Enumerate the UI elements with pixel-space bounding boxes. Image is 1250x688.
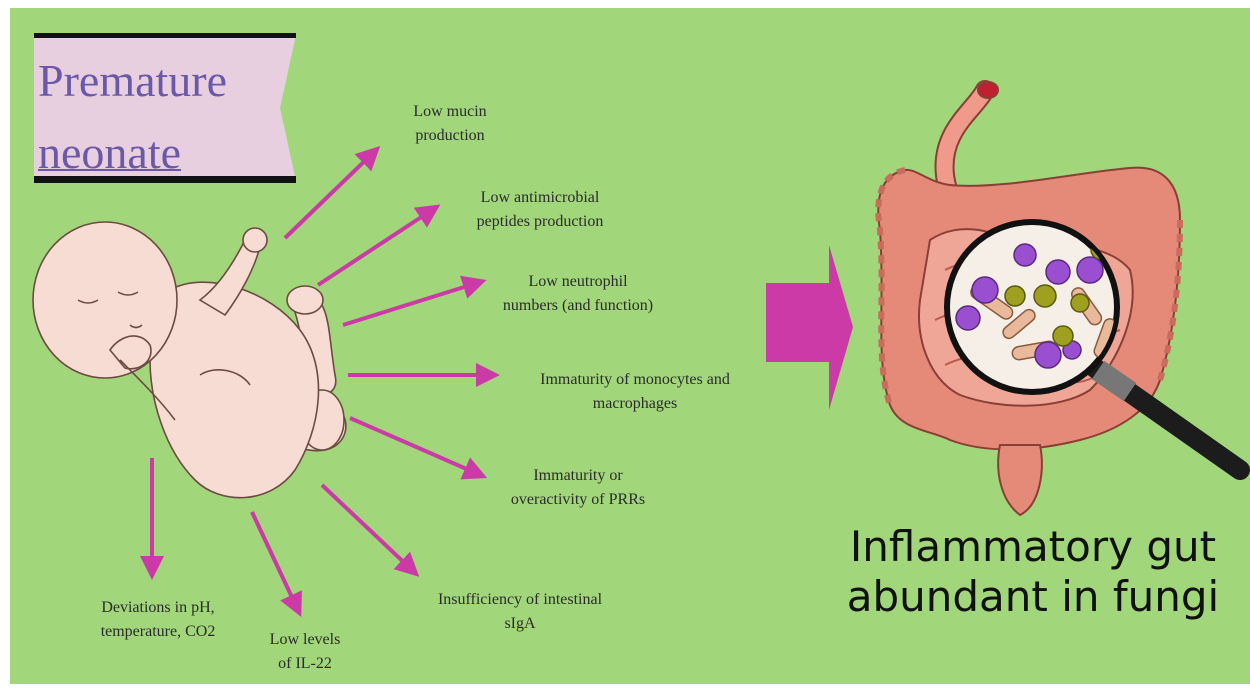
label-siga: Insufficiency of intestinal sIgA xyxy=(400,588,640,636)
label-neutrophil: Low neutrophil numbers (and function) xyxy=(478,270,678,318)
arrow-amp xyxy=(318,210,432,285)
label-amp: Low antimicrobial peptides production xyxy=(450,186,630,234)
arrow-siga xyxy=(322,485,412,570)
arrow-neutrophil xyxy=(343,283,477,325)
big-result-arrow xyxy=(766,245,853,410)
label-monocytes: Immaturity of monocytes and macrophages xyxy=(505,368,765,416)
label-mucin: Low mucin production xyxy=(380,100,520,148)
result-title: Inflammatory gut abundant in fungi xyxy=(838,522,1228,622)
label-ph: Deviations in pH, temperature, CO2 xyxy=(68,596,248,644)
arrow-il22 xyxy=(252,512,297,608)
arrow-prr xyxy=(350,418,478,474)
label-prr: Immaturity or overactivity of PRRs xyxy=(478,464,678,512)
label-il22: Low levels of IL-22 xyxy=(250,628,360,676)
arrow-mucin xyxy=(285,153,373,238)
neonate-illustration xyxy=(33,222,346,498)
